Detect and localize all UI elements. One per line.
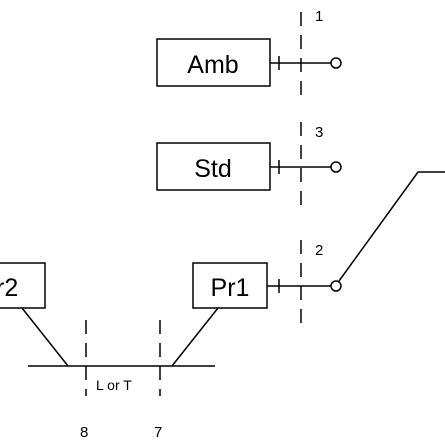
amb-channel-number: 1 bbox=[315, 8, 323, 25]
pr1-box-label: Pr1 bbox=[211, 274, 250, 302]
pr1-probe-lead bbox=[171, 307, 219, 367]
std-box-label: Std bbox=[194, 155, 232, 183]
sensing-length-label: L or T bbox=[96, 377, 132, 393]
pr2-probe-lead bbox=[21, 307, 69, 367]
amb-box-label: Amb bbox=[187, 51, 238, 79]
pr2-box bbox=[0, 262, 46, 309]
pr1-terminal bbox=[330, 280, 342, 292]
amb-box bbox=[156, 38, 271, 87]
pr2-box-label: r2 bbox=[0, 274, 18, 302]
amb-terminal bbox=[330, 57, 342, 69]
std-terminal bbox=[330, 161, 342, 173]
pr1-box bbox=[192, 262, 268, 309]
right-junction-number: 7 bbox=[154, 424, 162, 441]
pr1-channel-number: 2 bbox=[315, 242, 323, 259]
left-junction-number: 8 bbox=[80, 424, 88, 441]
std-channel-number: 3 bbox=[315, 124, 323, 141]
selector-switch-arm bbox=[338, 171, 445, 282]
